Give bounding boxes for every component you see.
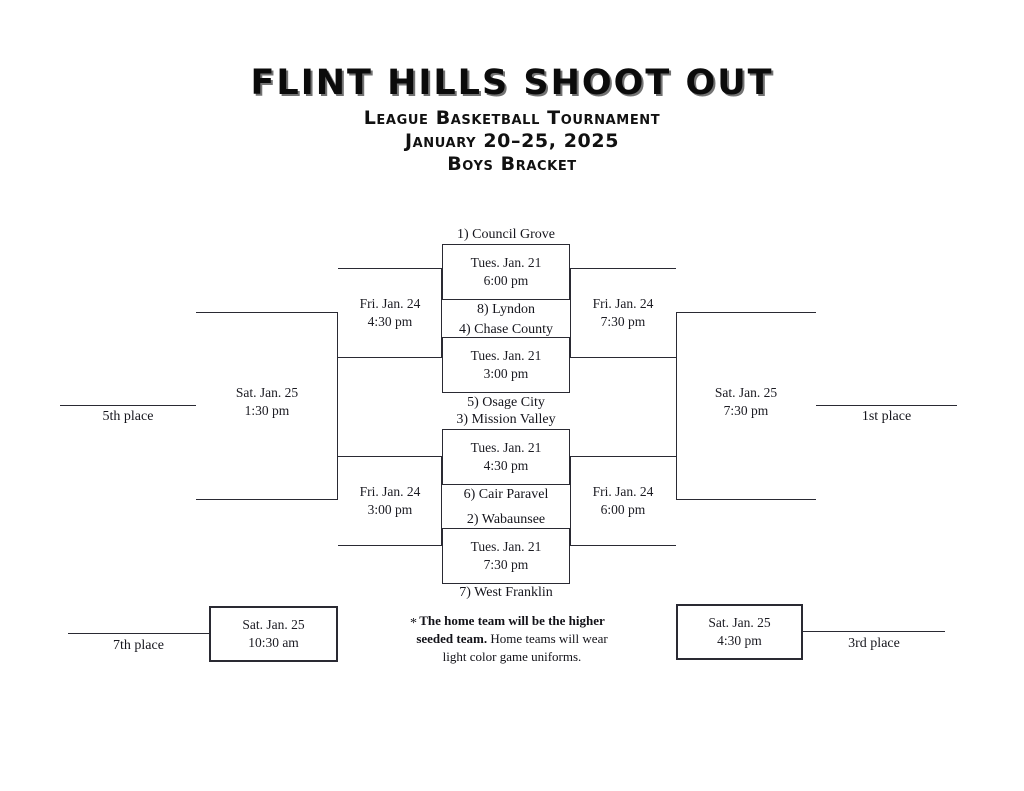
game-time: 6:00 pm <box>600 502 646 518</box>
game-box-round1-game3[interactable] <box>442 429 570 485</box>
game-info-winners-semi-bottom: Fri. Jan. 24 6:00 pm <box>570 483 676 519</box>
game-box-consolation-semi-bottom[interactable] <box>338 456 442 546</box>
game-box-third-place[interactable] <box>676 604 803 660</box>
game-info-consolation-semi-top: Fri. Jan. 24 4:30 pm <box>338 295 442 331</box>
game-time: 4:30 pm <box>717 633 762 649</box>
game-date: Tues. Jan. 21 <box>470 348 542 363</box>
footnote-body-text: Home teams will wear light color game un… <box>442 630 608 664</box>
seed-label-2-wabaunsee: 2) Wabaunsee <box>466 512 546 527</box>
game-date: Fri. Jan. 24 <box>359 296 421 311</box>
footnote: * The home team will be the higher seede… <box>404 612 620 666</box>
game-time: 4:30 pm <box>367 314 413 330</box>
game-date: Sat. Jan. 25 <box>235 385 299 400</box>
game-time: 3:00 pm <box>367 502 413 518</box>
seed-label-4-chase-county: 4) Chase County <box>458 322 554 337</box>
game-box-consolation-semi-top[interactable] <box>338 268 442 358</box>
subtitle-tournament: League Basketball Tournament <box>363 107 661 129</box>
game-box-round1-game4[interactable] <box>442 528 570 584</box>
seed-label-1-council-grove: 1) Council Grove <box>457 227 555 242</box>
subtitle-division: Boys Bracket <box>447 153 577 175</box>
game-box-seventh-place[interactable] <box>209 606 338 662</box>
game-date: Tues. Jan. 21 <box>470 539 542 554</box>
place-label-1st: 1st place <box>861 409 912 424</box>
game-info-fifth-place-final: Sat. Jan. 25 1:30 pm <box>196 384 338 420</box>
game-box-championship[interactable] <box>676 312 816 500</box>
game-date: Sat. Jan. 25 <box>714 385 778 400</box>
game-box-round1-game1[interactable] <box>442 244 570 300</box>
game-info-winners-semi-top: Fri. Jan. 24 7:30 pm <box>570 295 676 331</box>
seed-label-5-osage-city: 5) Osage City <box>467 395 545 410</box>
game-date: Fri. Jan. 24 <box>359 484 421 499</box>
place-label-5th: 5th place <box>102 409 154 424</box>
seed-label-6-cair-paravel: 6) Cair Paravel <box>463 487 549 502</box>
game-box-winners-semi-bottom[interactable] <box>570 456 676 546</box>
place-label-3rd: 3rd place <box>848 636 900 651</box>
game-date: Tues. Jan. 21 <box>470 440 542 455</box>
game-time: 1:30 pm <box>244 403 290 419</box>
seed-label-3-mission-valley: 3) Mission Valley <box>456 412 556 427</box>
game-info-seventh-place: Sat. Jan. 25 10:30 am <box>209 616 338 652</box>
game-time: 10:30 am <box>248 635 299 651</box>
game-info-third-place: Sat. Jan. 25 4:30 pm <box>676 614 803 650</box>
game-info-round1-game1: Tues. Jan. 21 6:00 pm <box>442 254 570 290</box>
game-time: 3:00 pm <box>483 366 529 382</box>
game-box-winners-semi-top[interactable] <box>570 268 676 358</box>
game-info-round1-game3: Tues. Jan. 21 4:30 pm <box>442 439 570 475</box>
seventh-place-result-line <box>68 633 209 634</box>
game-date: Sat. Jan. 25 <box>708 615 771 630</box>
game-box-round1-game2[interactable] <box>442 337 570 393</box>
championship-result-line <box>816 405 957 406</box>
footnote-marker: * <box>410 616 417 631</box>
game-time: 7:30 pm <box>600 314 646 330</box>
game-box-fifth-place-final[interactable] <box>196 312 338 500</box>
game-time: 7:30 pm <box>723 403 769 419</box>
game-time: 7:30 pm <box>483 557 529 573</box>
game-info-consolation-semi-bottom: Fri. Jan. 24 3:00 pm <box>338 483 442 519</box>
game-info-championship: Sat. Jan. 25 7:30 pm <box>676 384 816 420</box>
game-time: 4:30 pm <box>483 458 529 474</box>
game-date: Fri. Jan. 24 <box>592 484 654 499</box>
third-place-result-line <box>803 631 945 632</box>
game-time: 6:00 pm <box>483 273 529 289</box>
game-date: Tues. Jan. 21 <box>470 255 542 270</box>
footnote-bold-text: The home team will be the higher seeded … <box>416 613 605 646</box>
page-title: FLINT HILLS SHOOT OUT <box>250 63 774 103</box>
game-info-round1-game4: Tues. Jan. 21 7:30 pm <box>442 538 570 574</box>
game-info-round1-game2: Tues. Jan. 21 3:00 pm <box>442 347 570 383</box>
seed-label-7-west-franklin: 7) West Franklin <box>459 585 553 600</box>
place-label-7th: 7th place <box>113 638 164 653</box>
game-date: Fri. Jan. 24 <box>592 296 654 311</box>
fifth-place-result-line <box>60 405 196 406</box>
game-date: Sat. Jan. 25 <box>242 617 305 632</box>
subtitle-dates: January 20–25, 2025 <box>404 130 620 152</box>
seed-label-8-lyndon: 8) Lyndon <box>477 302 535 317</box>
